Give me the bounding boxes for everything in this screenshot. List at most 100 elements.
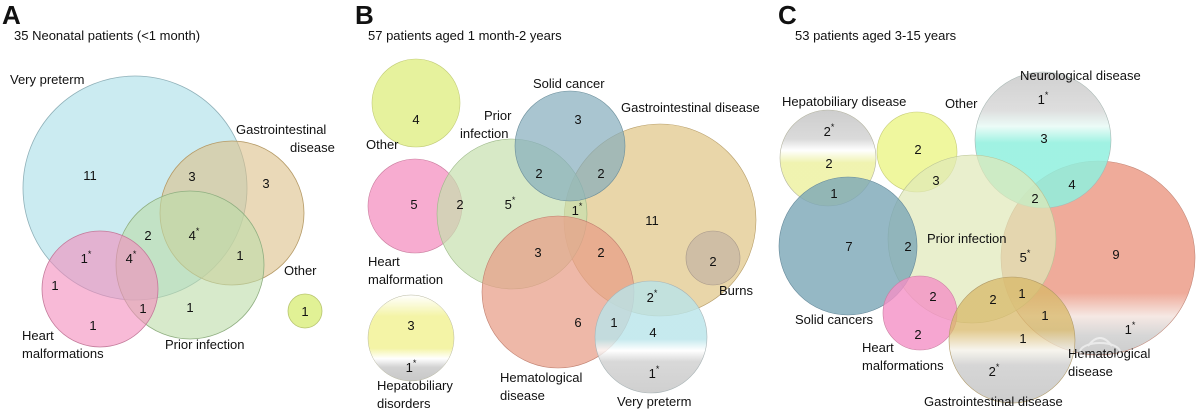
- circle-other: [287, 293, 323, 329]
- panel-c: C 53 patients aged 3-15 years Hepatobili…: [778, 0, 1200, 409]
- label-neurological-disease: Neurological disease: [1020, 68, 1141, 83]
- count: 2: [597, 245, 604, 260]
- count: 2: [144, 228, 151, 243]
- panel-c-label: C: [778, 0, 797, 30]
- count: 2*: [989, 362, 1000, 379]
- label-heart-line2: malformation: [368, 272, 443, 287]
- label-heart-line2: malformations: [862, 358, 944, 373]
- panel-a-title: 35 Neonatal patients (<1 month): [14, 28, 200, 43]
- count: 1: [1041, 308, 1048, 323]
- count: 3: [262, 176, 269, 191]
- count: 2: [456, 197, 463, 212]
- count: 2: [825, 156, 832, 171]
- label-heart-line1: Heart: [862, 340, 894, 355]
- count: 2: [535, 166, 542, 181]
- label-heart-malformations: Heart malformations: [22, 328, 104, 361]
- count: 1: [1018, 286, 1025, 301]
- watermark-logo-icon: [1079, 337, 1121, 362]
- label-hematological-disease: Hematological disease: [500, 370, 582, 403]
- count: 2: [1031, 191, 1038, 206]
- count: 2: [914, 142, 921, 157]
- count: 3: [407, 318, 414, 333]
- label-gastrointestinal-disease: Gastrointestinal disease: [621, 100, 760, 115]
- count: 5: [410, 197, 417, 212]
- count: 2*: [824, 122, 835, 139]
- count: 5*: [505, 195, 516, 212]
- label-burns: Burns: [719, 283, 753, 298]
- label-hematological-line1: Hematological: [1068, 346, 1150, 361]
- count: 1*: [649, 364, 660, 381]
- count: 1*: [1038, 90, 1049, 107]
- panel-b-title: 57 patients aged 1 month-2 years: [368, 28, 562, 43]
- label-other: Other: [284, 263, 317, 278]
- label-prior-infection: Prior infection: [165, 337, 244, 352]
- count: 3: [574, 112, 581, 127]
- label-gastrointestinal-line2: disease: [290, 140, 335, 155]
- count: 1: [1019, 331, 1026, 346]
- circle-other: [371, 58, 461, 148]
- count: 2: [929, 289, 936, 304]
- label-heart-line2: malformations: [22, 346, 104, 361]
- count: 11: [83, 168, 97, 183]
- label-gastrointestinal-disease: Gastrointestinal disease: [924, 394, 1063, 409]
- count: 2: [989, 292, 996, 307]
- count: 2: [709, 254, 716, 269]
- count: 1: [139, 301, 146, 316]
- count: 9: [1112, 247, 1119, 262]
- count: 4: [649, 325, 656, 340]
- label-gastrointestinal-line1: Gastrointestinal: [236, 122, 326, 137]
- count: 4: [1068, 177, 1075, 192]
- count: 7: [845, 239, 852, 254]
- watermark-text: WWW.DXY.CN: [1118, 372, 1200, 388]
- count: 2: [914, 327, 921, 342]
- count: 1*: [572, 201, 583, 218]
- circle-solid-cancer: [514, 90, 626, 202]
- count: 3: [188, 169, 195, 184]
- count: 11: [645, 213, 659, 228]
- label-hematological-disease: Hematological disease: [1068, 346, 1150, 379]
- label-hepatobiliary-disease: Hepatobiliary disease: [782, 94, 906, 109]
- count: 1: [89, 318, 96, 333]
- count: 3: [932, 173, 939, 188]
- label-heart-malformation: Heart malformation: [368, 254, 443, 287]
- label-heart-line1: Heart: [368, 254, 400, 269]
- count: 4: [412, 112, 419, 127]
- label-hepatobiliary-disorders: Hepatobiliary disorders: [377, 378, 453, 409]
- count: 6: [574, 315, 581, 330]
- panel-c-title: 53 patients aged 3-15 years: [795, 28, 957, 43]
- label-prior-line1: Prior: [484, 108, 512, 123]
- count: 1: [830, 186, 837, 201]
- label-hematological-line2: disease: [1068, 364, 1113, 379]
- count: 1: [610, 315, 617, 330]
- count: 1*: [81, 249, 92, 266]
- label-gastrointestinal-disease: Gastrointestinal disease: [236, 122, 335, 155]
- panel-a-label: A: [2, 0, 21, 30]
- count: 1: [236, 248, 243, 263]
- count: 3: [1040, 131, 1047, 146]
- count: 3: [534, 245, 541, 260]
- label-heart-line1: Heart: [22, 328, 54, 343]
- count: 1: [186, 300, 193, 315]
- label-hematological-line2: disease: [500, 388, 545, 403]
- circle-burns: [685, 230, 741, 286]
- count: 4*: [189, 226, 200, 243]
- label-hematological-line1: Hematological: [500, 370, 582, 385]
- count: 5*: [1020, 248, 1031, 265]
- count: 2: [904, 239, 911, 254]
- label-hepatobiliary-line1: Hepatobiliary: [377, 378, 453, 393]
- count: 1*: [1125, 320, 1136, 337]
- count: 2*: [647, 288, 658, 305]
- count: 2: [597, 166, 604, 181]
- label-other: Other: [945, 96, 978, 111]
- circle-very-preterm: [594, 280, 708, 394]
- label-hepatobiliary-line2: disorders: [377, 396, 431, 409]
- label-very-preterm: Very preterm: [617, 394, 691, 409]
- circle-hepatobiliary: [367, 294, 455, 382]
- label-other: Other: [366, 137, 399, 152]
- label-very-preterm: Very preterm: [10, 72, 84, 87]
- count: 1: [301, 304, 308, 319]
- circle-heart-malformations: [41, 230, 159, 348]
- label-prior-infection: Prior infection: [460, 108, 512, 141]
- circle-gastrointestinal-disease: [948, 276, 1076, 404]
